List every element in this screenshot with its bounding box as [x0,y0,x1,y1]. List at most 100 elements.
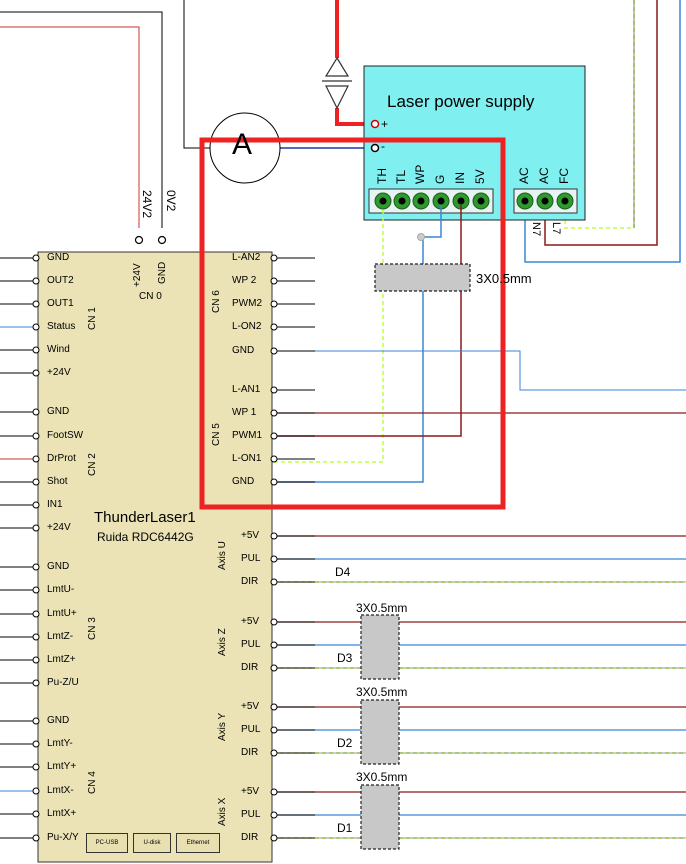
right-pin-terminal [270,555,278,563]
cn2-label: CN 2 [87,453,98,476]
psu-terminal-screw [541,197,549,205]
wire-blue-g [273,205,442,483]
port-u-disk: U-disk [133,833,171,853]
axis-z-label: Axis Z [217,628,228,656]
left-pin-terminal [32,787,40,795]
psu-terminal-screw [379,197,387,205]
wire-brown-in [273,205,462,437]
ammeter-circle [209,112,281,184]
right-pin-terminal [270,618,278,626]
right-pin-label: +5V [241,786,260,797]
left-pin-terminal [32,810,40,818]
left-pin-terminal [32,323,40,331]
right-pin-terminal [270,641,278,649]
right-pin-terminal [270,277,278,285]
left-pin-label: LmtU- [47,584,75,595]
left-pin-terminal [32,717,40,725]
left-pin-label: Pu-X/Y [47,832,79,843]
left-pin-terminal [32,254,40,262]
right-pin-label: PUL [241,724,261,735]
wire-black-topleft [0,11,163,228]
left-pin-label: OUT1 [47,298,74,309]
right-pin-label: DIR [241,576,259,587]
controller-name: ThunderLaser1 [94,509,196,526]
cn3-label: CN 3 [87,617,98,640]
terminal-l7-label: L7 [550,222,562,235]
left-pin-label: OUT2 [47,275,74,286]
controller-board [37,251,273,863]
right-pin-label: +5V [241,616,260,627]
right-pin-label: PUL [241,639,261,650]
cn0-label: CN 0 [139,291,162,302]
psu-plus-label: + [381,117,389,131]
left-pin-terminal [32,408,40,416]
left-pin-label: FootSW [47,430,84,441]
right-pin-terminal [270,578,278,586]
left-pin-terminal [32,369,40,377]
right-pin-terminal [270,532,278,540]
left-pin-terminal [32,763,40,771]
left-pin-terminal [32,740,40,748]
cable-psu-label: 3X0.5mm [476,271,532,286]
psu-terminal-screw [561,197,569,205]
psu-pin-label: 5V [473,169,487,184]
right-pin-label: PUL [241,809,261,820]
wire-brown-ac [544,0,658,246]
right-pin-terminal [270,432,278,440]
terminal-n7-label: N7 [530,222,542,237]
psu-terminal-screw [398,197,406,205]
right-pin-label: PWM2 [232,298,262,309]
right-pin-label: PUL [241,553,261,564]
right-pin-label: PWM1 [232,430,262,441]
ammeter-label: A [232,128,253,161]
left-pin-terminal [32,455,40,463]
psu-title: Laser power supply [387,92,535,111]
psu-minus-label: - [381,139,385,153]
left-pin-terminal [32,524,40,532]
right-pin-terminal [270,788,278,796]
right-pin-label: WP 2 [232,275,257,286]
psu-pin-label: TL [394,169,408,184]
right-pin-label: DIR [241,747,259,758]
right-pin-label: L-AN2 [232,252,261,263]
right-pin-terminal [270,664,278,672]
left-pin-terminal [32,501,40,509]
right-pin-label: DIR [241,832,259,843]
left-pin-terminal [32,656,40,664]
wire-red-hv [335,0,370,126]
driver-d4-label: D4 [335,565,351,579]
left-pin-label: LmtY- [47,738,73,749]
psu-pin-label: FC [557,168,571,184]
left-pin-label: LmtY+ [47,761,77,772]
wire-blue-ac [524,0,681,263]
cn0-terminal-gnd [157,235,167,245]
axis-y-label: Axis Y [217,712,228,741]
highlight-box [199,137,506,510]
left-pin-label: LmtZ- [47,631,74,642]
left-pin-terminal [32,563,40,571]
left-pin-terminal [32,478,40,486]
cn5-label: CN 5 [211,423,222,446]
psu-plus-terminal [370,119,380,129]
left-pin-terminal [32,679,40,687]
cable-z-label: 3X0.5mm [356,601,408,615]
left-pin-terminal [32,610,40,618]
cn0-pin-gnd: GND [157,261,168,284]
wire-24v2-label: 24V2 [140,190,154,219]
right-pin-terminal [270,386,278,394]
psu-pin-label: AC [517,167,531,184]
left-pin-label: Shot [47,476,68,487]
port-pc-usb: PC-USB [86,833,128,853]
left-pin-label: GND [47,715,70,726]
driver-d3-label: D3 [337,651,353,665]
left-pin-label: Pu-Z/U [47,677,79,688]
left-pin-terminal [32,432,40,440]
left-pin-label: LmtU+ [47,608,77,619]
psu-pin-label: WP [413,164,427,184]
psu-minus-terminal [370,143,380,153]
psu-pin-label: IN [453,172,467,184]
wire-0v2-label: 0V2 [164,190,178,212]
psu-cable-sleeve [374,263,471,292]
left-pin-label: LmtX+ [47,808,77,819]
